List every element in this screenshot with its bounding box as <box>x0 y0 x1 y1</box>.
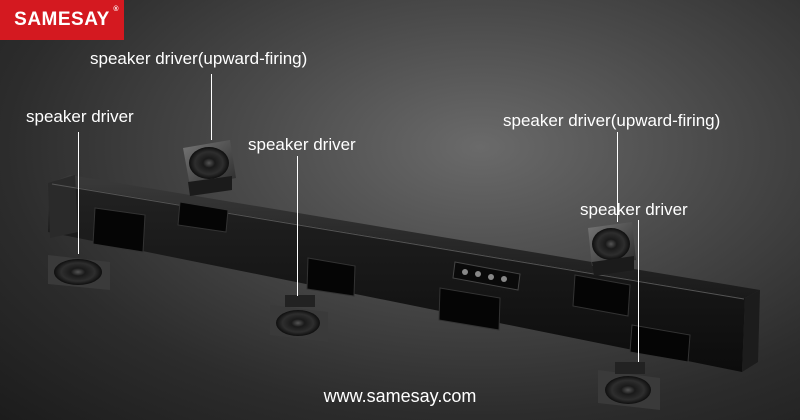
control-panel <box>452 261 521 291</box>
callout-line-upward-right <box>617 132 618 222</box>
website-url: www.samesay.com <box>323 386 477 406</box>
callout-line-driver-right <box>638 220 639 362</box>
registered-mark: ® <box>113 6 119 13</box>
label-driver-left: speaker driver <box>26 107 134 126</box>
callout-line-driver-left <box>78 132 79 254</box>
label-driver-right: speaker driver <box>580 200 688 219</box>
front-driver-left <box>48 255 110 290</box>
callout-line-driver-center <box>297 156 298 296</box>
label-upward-firing-right: speaker driver(upward-firing) <box>503 111 721 130</box>
label-driver-center: speaker driver <box>248 135 356 154</box>
upward-driver-right <box>588 222 636 276</box>
upward-driver-left <box>183 140 236 196</box>
label-upward-firing-left: speaker driver(upward-firing) <box>90 49 308 68</box>
callout-line-upward-left <box>211 74 212 140</box>
bar-driver-cavities <box>92 201 691 363</box>
front-driver-right <box>598 362 660 410</box>
front-driver-center <box>270 295 328 342</box>
brand-logo: SAMESAY ® <box>0 0 124 40</box>
logo-text: SAMESAY <box>14 9 110 30</box>
